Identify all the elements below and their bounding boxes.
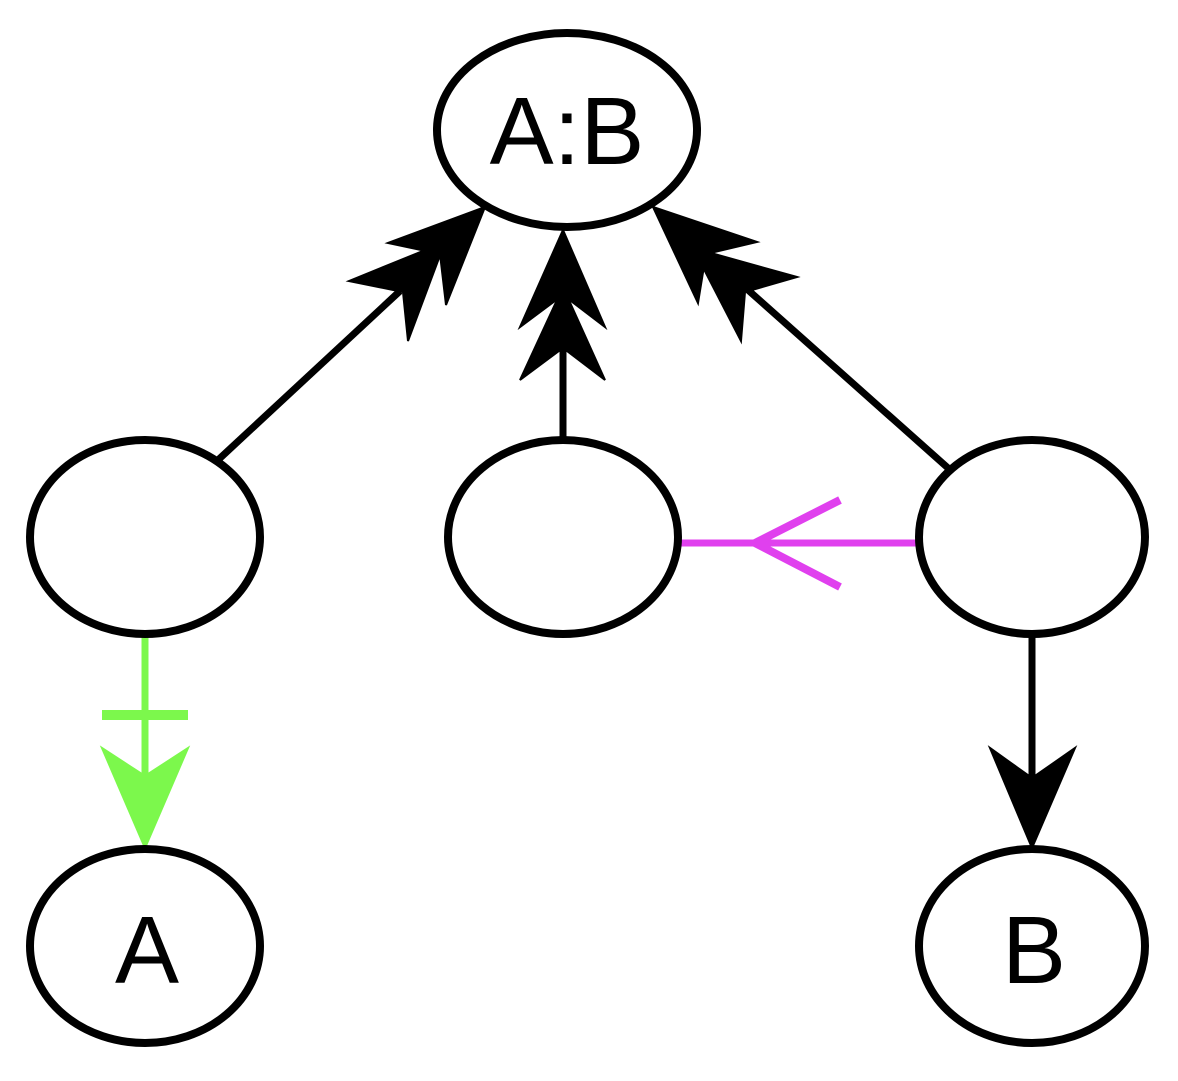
edge-left-to-a — [99, 637, 191, 851]
edge-right-to-middle — [678, 496, 918, 591]
node-label: A:B — [490, 78, 645, 185]
edge-left-to-ab — [215, 205, 487, 463]
edge-middle-to-ab — [517, 227, 608, 437]
arrowhead — [345, 240, 447, 342]
edge-right-to-ab — [651, 205, 951, 471]
node-label: B — [1002, 897, 1066, 1004]
arrowhead — [99, 745, 191, 851]
arrowhead — [987, 745, 1078, 851]
node-right — [915, 436, 1149, 638]
edge-right-to-b — [987, 637, 1078, 851]
node-left — [26, 436, 264, 638]
arrowhead — [691, 246, 801, 345]
node-ab: A:B — [433, 29, 701, 231]
node-b: B — [915, 845, 1149, 1047]
arrowhead — [651, 205, 761, 307]
arrowhead — [517, 227, 608, 331]
node-middle — [444, 436, 682, 638]
arrowhead — [519, 284, 606, 381]
arrowhead — [746, 496, 842, 591]
node-a: A — [26, 845, 264, 1047]
node-label: A — [115, 897, 179, 1004]
arrowhead — [384, 205, 487, 306]
